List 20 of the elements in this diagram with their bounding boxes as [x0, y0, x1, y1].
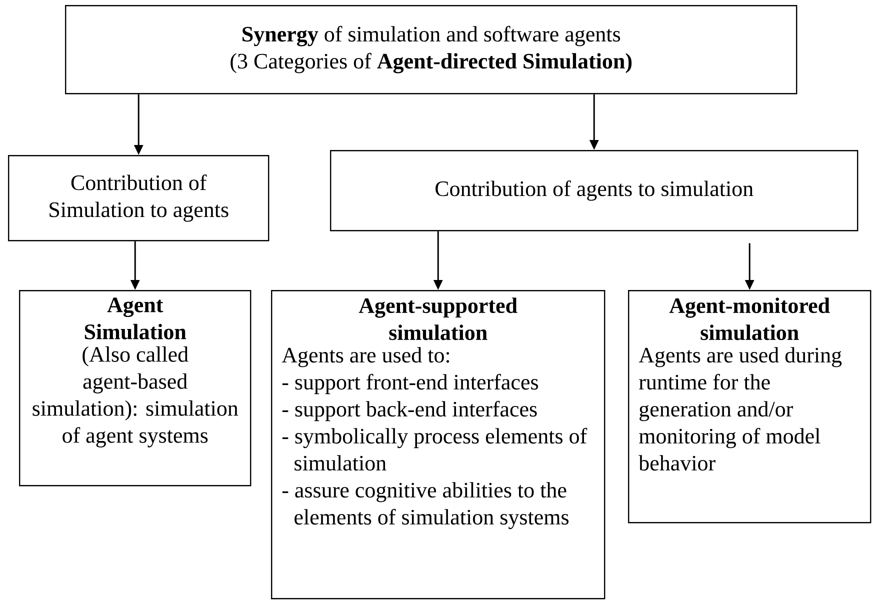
box-heading: Agent Simulation — [84, 298, 186, 340]
list-item: - support front-end interfaces — [282, 374, 538, 394]
process-box — [19, 290, 252, 486]
box-text: Synergy of simulation and software agents — [242, 26, 620, 46]
list-item: - symbolically process elements of simulation — [282, 428, 588, 471]
process-box — [8, 155, 270, 242]
box-text: Contribution of agents to simulation — [436, 180, 754, 201]
process-box — [271, 290, 606, 600]
box-heading: Agent-monitored simulation — [669, 298, 830, 340]
box-text: Agents are used to: — [282, 347, 450, 368]
box-text: (Also called agent-based simulation): simulation of agent systems — [32, 346, 238, 448]
process-box — [330, 150, 858, 232]
box-text: Contribution of Simulation to agents — [50, 174, 228, 222]
process-box — [65, 5, 798, 94]
process-box — [628, 290, 872, 524]
box-heading: Agent-supported simulation — [358, 298, 518, 340]
list-item: - assure cognitive abilities to the elements of simulation systems — [282, 482, 568, 530]
box-text: Agents are used during runtime for the generation and/or monitoring of model behavior — [638, 347, 842, 471]
box-text: (3 Categories of Agent-directed Simulation) — [230, 52, 632, 74]
list-item: - support back-end interfaces — [282, 400, 537, 422]
